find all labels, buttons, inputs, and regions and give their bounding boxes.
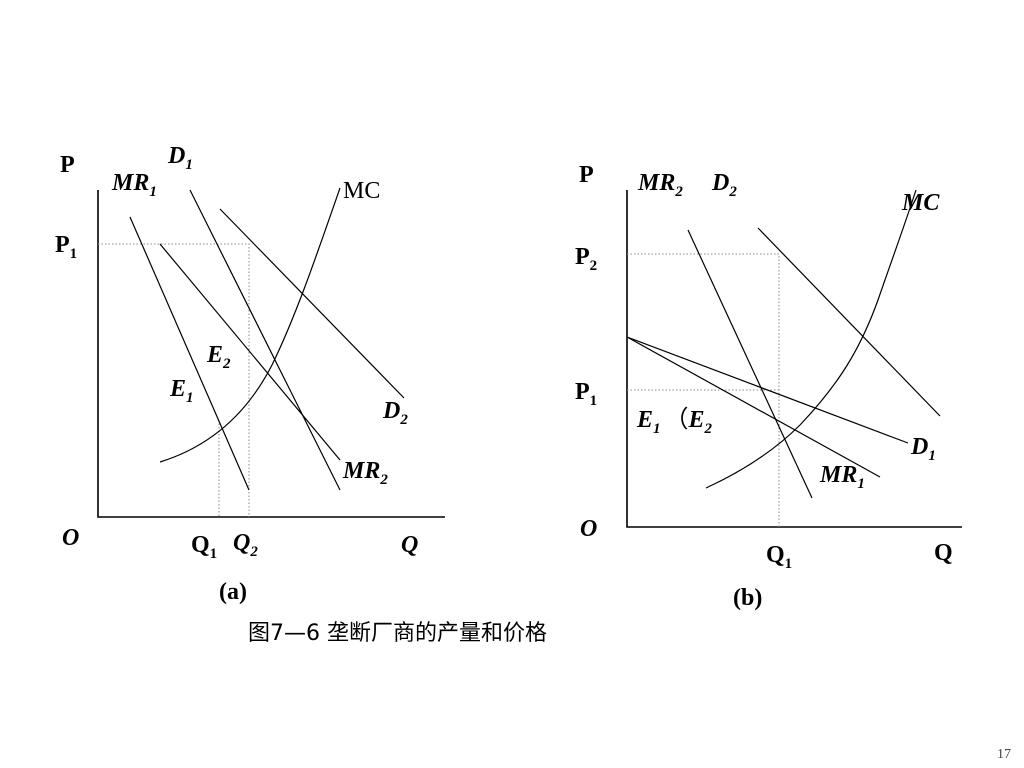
panel-a-mr2-line — [159, 243, 341, 461]
panel-b-caption-label: (b) — [733, 585, 762, 611]
panel-a-p1-label: P1 — [55, 232, 77, 262]
page-number: 17 — [997, 747, 1011, 762]
panel-a-mr1-line — [129, 216, 250, 491]
panel-a-axis-p-label: P — [60, 152, 75, 178]
panel-a-q1-label: Q1 — [191, 532, 217, 562]
panel-b-p2-guide — [627, 253, 780, 527]
panel-a-d1-line — [189, 189, 341, 491]
panel-b-mr1-label: MR1 — [819, 462, 865, 492]
panel-a-axes — [97, 190, 445, 518]
panel-a-q2-label: Q2 — [233, 530, 258, 560]
panel-b-d2-line — [757, 227, 941, 417]
panel-b-d1-label: D1 — [910, 434, 936, 464]
panel-a-p1-guide — [98, 243, 250, 517]
panel-b-p1-label: P1 — [575, 379, 597, 409]
panel-b-d2-label: D2 — [711, 170, 737, 200]
panel-b-mc-curve — [705, 189, 917, 489]
panel-a-diagram: P MR1 D1 MC P1 E2 E1 D2 MR2 O Q1 Q2 Q (a… — [55, 143, 445, 605]
panel-a-axis-q-label: Q — [401, 532, 418, 558]
panel-b-axis-q-label: Q — [934, 540, 953, 566]
panel-a-e2-label: E2 — [206, 342, 231, 372]
panel-a-mc-curve — [159, 187, 341, 463]
panel-a-caption-label: (a) — [219, 579, 247, 605]
panel-a-origin-label: O — [62, 525, 79, 551]
panel-b-mr2-label: MR2 — [637, 170, 683, 200]
panel-b-e1-e2-label: E1（E2 — [636, 407, 713, 437]
panel-a-mc-label: MC — [343, 178, 380, 204]
panel-a-d2-line — [219, 208, 405, 399]
panel-a-d2-label: D2 — [382, 398, 408, 428]
panel-b-mc-label: MC — [901, 190, 940, 216]
panel-b-axes — [626, 190, 962, 528]
panel-b-diagram: P MR2 D2 MC P2 P1 E1（E2 D1 MR1 O Q1 Q (b… — [575, 162, 962, 611]
panel-b-q1-label: Q1 — [766, 542, 792, 572]
panel-a-e1-label: E1 — [169, 376, 194, 406]
panel-b-mr2-line — [687, 229, 813, 499]
panel-b-d1-line — [626, 336, 909, 444]
panel-b-mr1-line — [626, 336, 881, 478]
panel-a-mr1-label: MR1 — [111, 170, 157, 200]
panel-a-d1-label: D1 — [167, 143, 193, 173]
panel-b-axis-p-label: P — [579, 162, 594, 188]
panel-b-origin-label: O — [580, 516, 597, 542]
panel-b-p2-label: P2 — [575, 244, 597, 274]
panel-a-mr2-label: MR2 — [342, 458, 388, 488]
figure-caption: 图7—6 垄断厂商的产量和价格 — [248, 621, 547, 646]
